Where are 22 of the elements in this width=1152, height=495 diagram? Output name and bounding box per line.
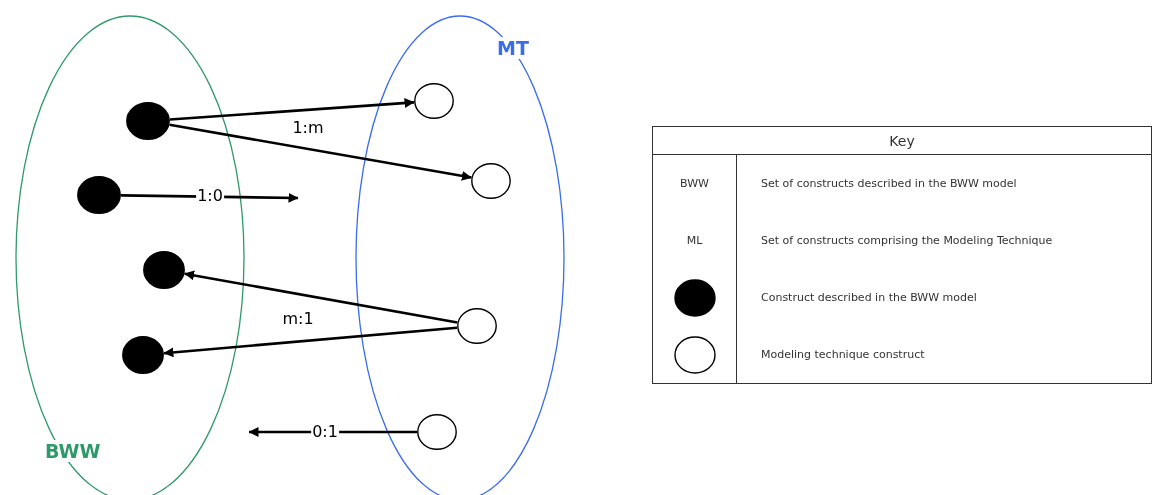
edge-label: 1:m: [291, 119, 325, 137]
arrow: [163, 326, 458, 358]
key-description: Set of constructs described in the BWW model: [761, 177, 1017, 190]
table-heading: Key: [889, 132, 915, 149]
filled-circle: [143, 251, 185, 289]
set-label: BWW: [43, 440, 103, 462]
legend-text: Modeling technique construct: [761, 348, 925, 361]
key-symbol-text: BWW: [680, 177, 709, 190]
filled-circle: [122, 336, 164, 374]
set-label: MT: [495, 37, 531, 59]
open-circle: [457, 308, 497, 344]
key-description: Set of constructs comprising the Modeling Technique: [761, 234, 1053, 247]
open-circle: [471, 163, 511, 199]
key-symbol-text: ML: [686, 234, 703, 247]
open-circle: [414, 83, 454, 119]
open-circle: [417, 414, 457, 450]
arrow: [184, 270, 458, 324]
arrow: [169, 98, 415, 121]
filled-circle: [77, 176, 121, 214]
legend-text: Construct described in the BWW model: [761, 291, 977, 304]
filled-circle: [126, 102, 170, 140]
arrow: [169, 123, 472, 181]
